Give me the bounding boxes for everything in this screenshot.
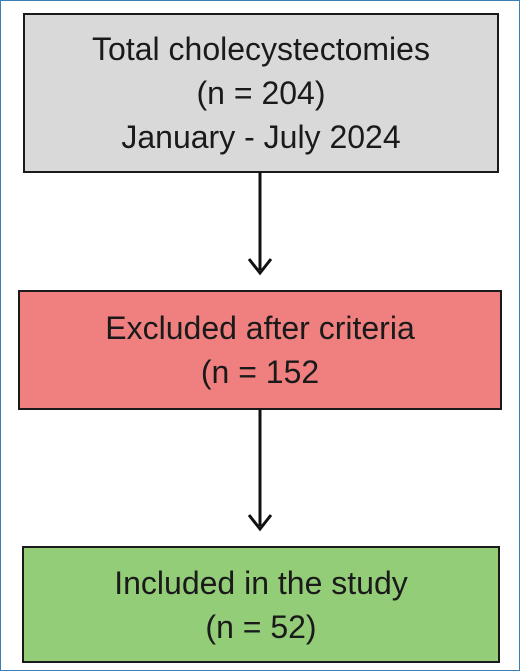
- box3-line2: (n = 52): [205, 608, 317, 645]
- included-box: Included in the study (n = 52): [22, 546, 500, 663]
- box1-line3: January - July 2024: [121, 119, 401, 155]
- box3-line1: Included in the study: [114, 564, 408, 601]
- box2-line1: Excluded after criteria: [105, 310, 415, 346]
- box1-line2: (n = 204): [196, 75, 326, 111]
- box2-line2: (n = 152: [200, 354, 320, 390]
- excluded-box: Excluded after criteria (n = 152: [18, 290, 502, 410]
- box1-line1: Total cholecystectomies: [92, 31, 430, 67]
- total-cholecystectomies-box: Total cholecystectomies (n = 204) Januar…: [23, 13, 499, 173]
